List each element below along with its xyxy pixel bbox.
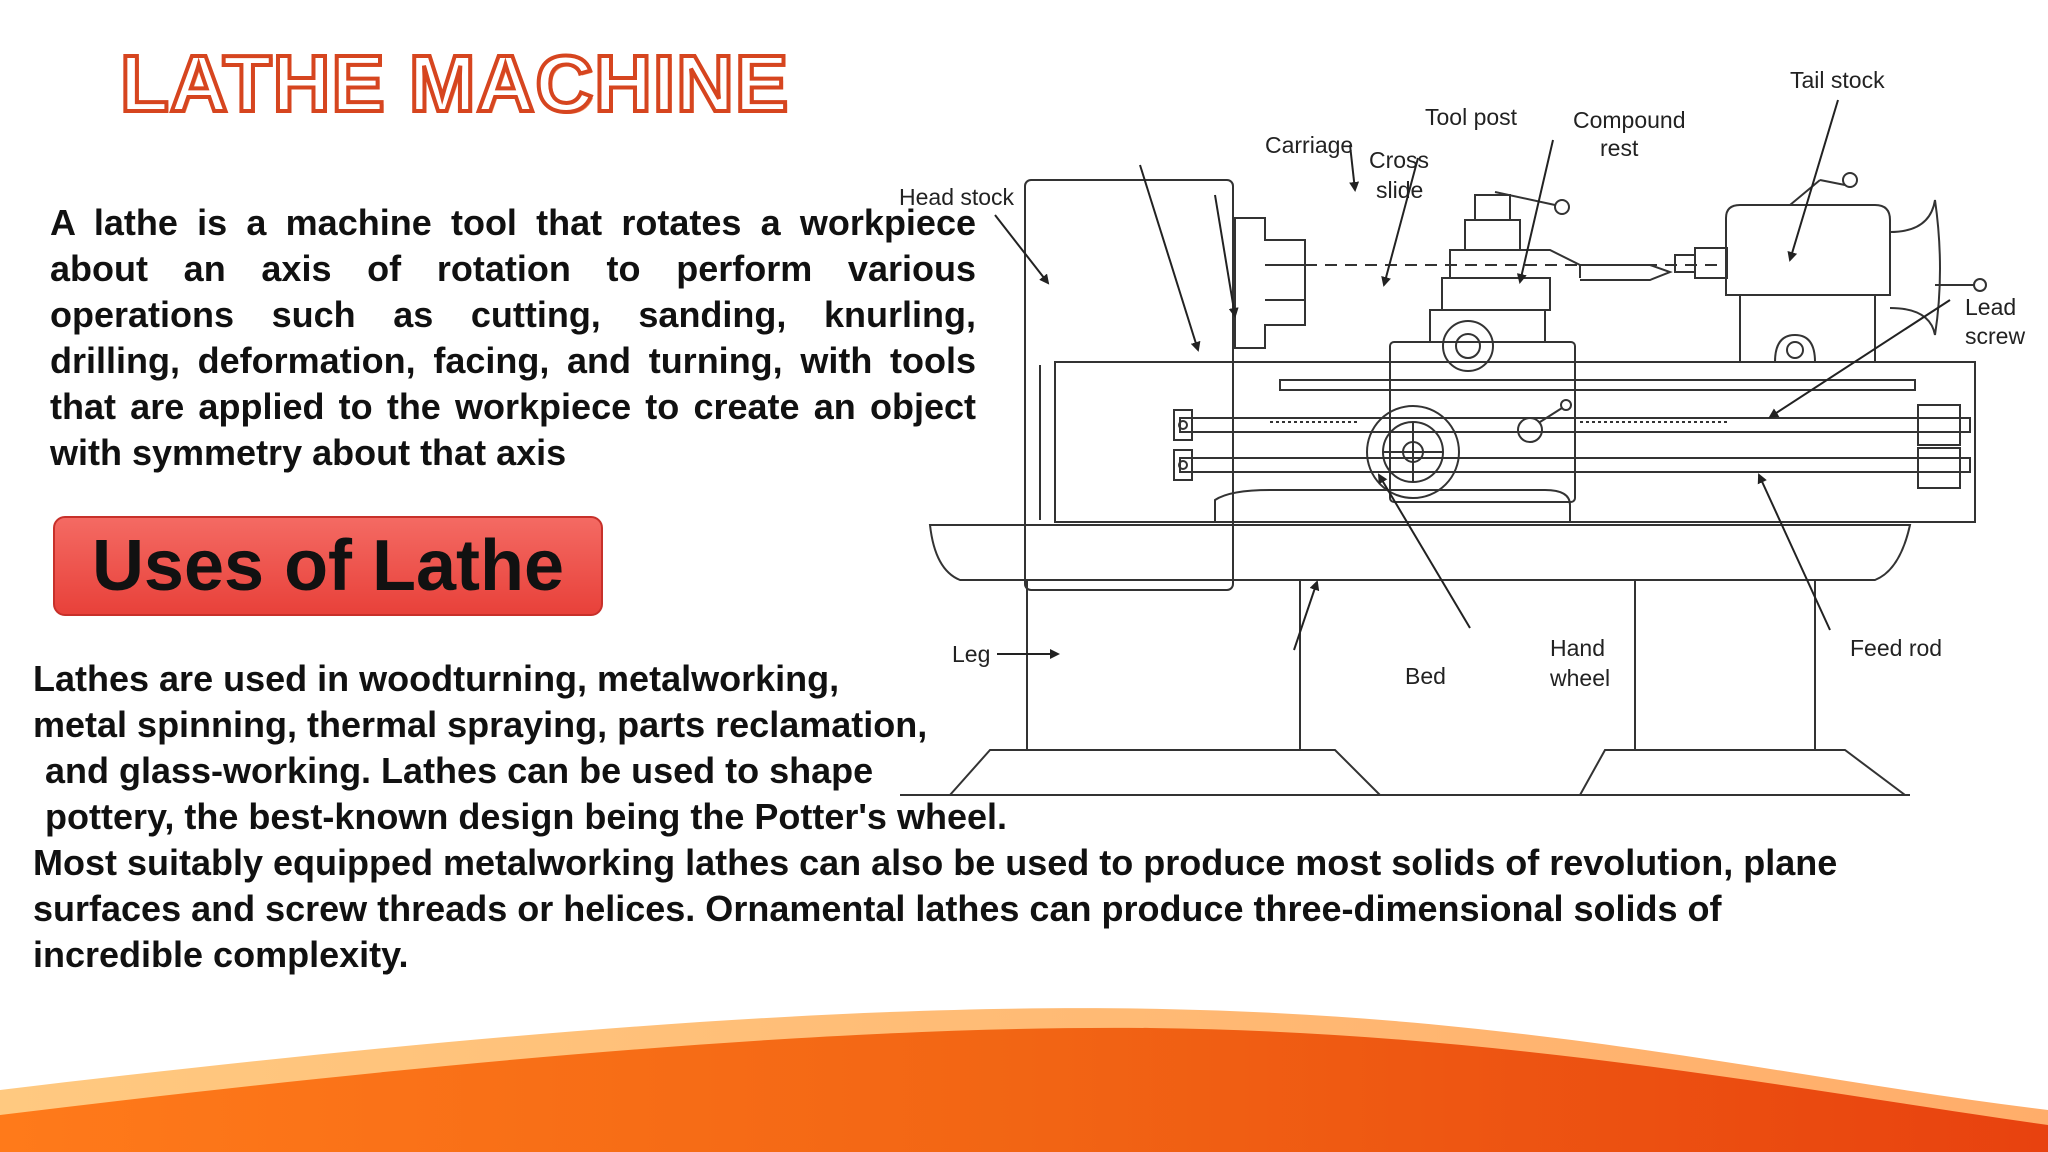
compound-rest <box>1449 249 1581 278</box>
uses-line: surfaces and screw threads or helices. O… <box>33 888 1722 929</box>
label-lead: Lead <box>1965 294 2016 320</box>
uses-line: pottery, the best-known design being the… <box>45 796 1007 837</box>
rack <box>1279 379 1916 391</box>
label-rest: rest <box>1600 135 1639 161</box>
label-carriage: Carriage <box>1265 132 1353 158</box>
label-screw: screw <box>1965 323 2025 349</box>
uses-paragraph: Lathes are used in woodturning, metalwor… <box>33 656 2013 978</box>
slide-title: LATHE MACHINE <box>118 37 790 130</box>
uses-line: and glass-working. Lathes can be used to… <box>45 750 874 791</box>
label-hand: Hand <box>1550 635 1605 661</box>
label-tool-post: Tool post <box>1425 104 1518 130</box>
bed-base <box>928 524 1912 581</box>
tail-stock-handwheel <box>1889 199 1941 336</box>
uses-line: incredible complexity. <box>33 934 409 975</box>
right-leg <box>1578 749 1908 796</box>
label-compound: Compound <box>1573 107 1686 133</box>
label-cross: Cross <box>1369 147 1429 173</box>
intro-paragraph: A lathe is a machine tool that rotates a… <box>50 202 976 473</box>
uses-heading-badge: Uses of Lathe <box>53 516 603 616</box>
machine-drawing <box>900 172 1987 796</box>
decorative-wave <box>0 1008 2048 1152</box>
left-leg <box>947 749 1383 796</box>
diagram-labels: Head stock Carriage Tool post Cross slid… <box>899 67 2025 691</box>
head-stock-body <box>1024 179 1234 591</box>
carriage-wheel <box>1442 320 1494 372</box>
label-bed: Bed <box>1405 663 1446 689</box>
carriage-saddle <box>1429 309 1546 343</box>
label-slide: slide <box>1376 177 1423 203</box>
label-feed-rod: Feed rod <box>1850 635 1942 661</box>
cross-slide <box>1441 277 1551 311</box>
uses-line: Most suitably equipped metalworking lath… <box>33 842 1838 883</box>
label-leg: Leg <box>952 641 990 667</box>
chuck <box>1234 217 1306 349</box>
lathe-diagram: Head stock Carriage Tool post Cross slid… <box>899 67 2025 796</box>
tail-stock <box>1725 204 1891 296</box>
uses-heading: Uses of Lathe <box>91 526 565 606</box>
bed-frame <box>1054 361 1976 523</box>
tool-post <box>1464 219 1521 251</box>
uses-line: metal spinning, thermal spraying, parts … <box>33 704 928 745</box>
uses-line: Lathes are used in woodturning, metalwor… <box>33 658 840 699</box>
callout-arrows <box>994 99 1951 659</box>
label-head-stock: Head stock <box>899 184 1015 210</box>
hand-wheel <box>1366 405 1460 499</box>
label-wheel: wheel <box>1549 665 1610 691</box>
label-tail-stock: Tail stock <box>1790 67 1885 93</box>
